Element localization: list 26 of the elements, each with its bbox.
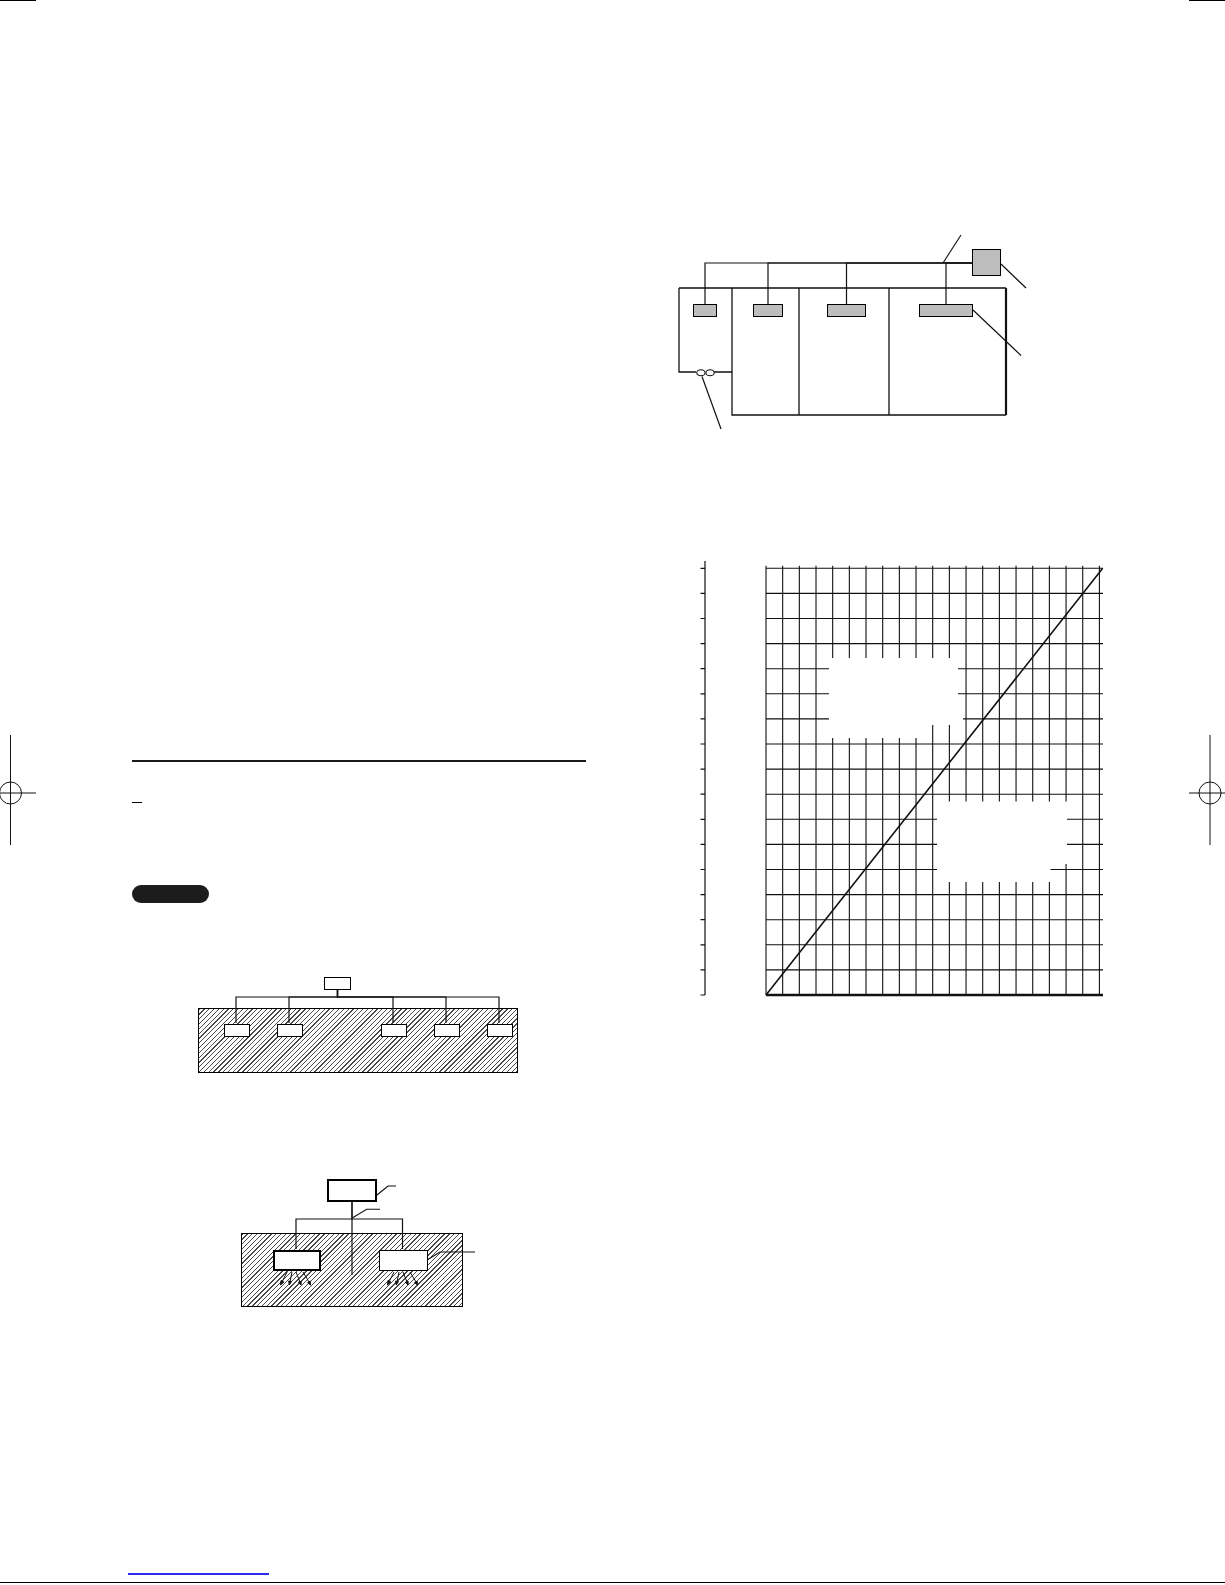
leader-line [701, 375, 722, 430]
control-box [327, 1179, 377, 1202]
connector-line [945, 262, 973, 305]
device-box [277, 1024, 303, 1037]
device-box [434, 1024, 460, 1037]
leader-line [972, 309, 1022, 357]
device-box [381, 1024, 407, 1037]
device-box [379, 1250, 428, 1271]
leader-line [1000, 263, 1027, 289]
leader-line [376, 1185, 397, 1196]
hatched-zone [241, 1233, 463, 1307]
device-box [224, 1024, 250, 1037]
double-ring-icon [695, 369, 715, 377]
connector-line [351, 1201, 404, 1250]
leader-line [426, 1251, 476, 1261]
connector-line [336, 989, 500, 1024]
control-box [324, 977, 351, 990]
device-box [693, 304, 717, 317]
device-box [827, 304, 866, 317]
device-box [273, 1250, 321, 1271]
device-box [919, 304, 973, 317]
device-box [753, 304, 783, 317]
device-box [487, 1024, 513, 1037]
pill-tag [132, 885, 209, 903]
control-box [972, 249, 1001, 276]
hatched-zone [198, 1008, 518, 1073]
